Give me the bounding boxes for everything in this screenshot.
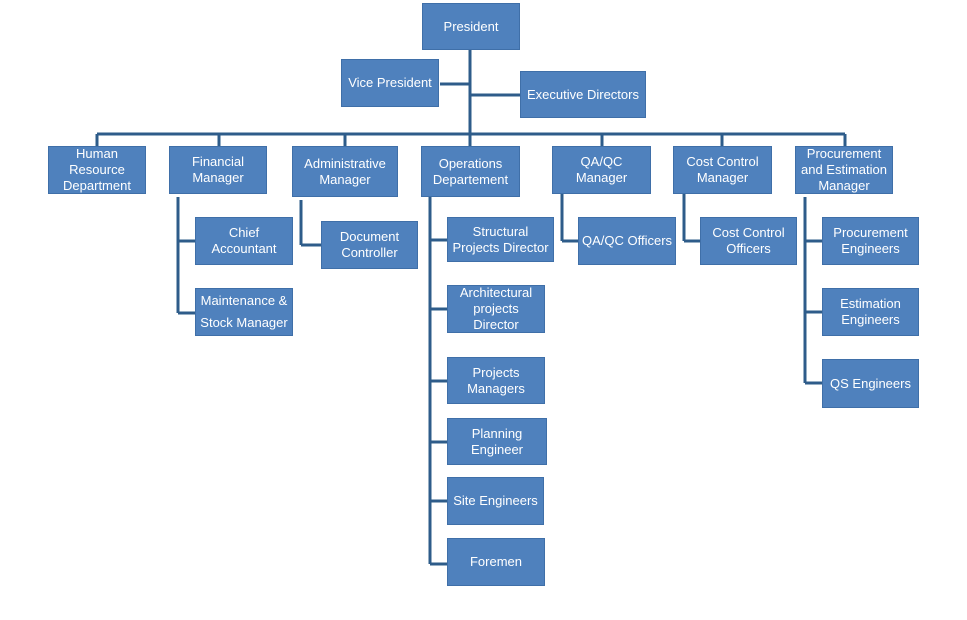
- procurement-estimation-manager-box: Procurement and Estimation Manager: [795, 146, 893, 194]
- president-box: President: [422, 3, 520, 50]
- projects-managers-box: Projects Managers: [447, 357, 545, 404]
- maintenance-stock-manager-box: Maintenance & Stock Manager: [195, 288, 293, 336]
- vice-president-box: Vice President: [341, 59, 439, 107]
- structural-projects-director-box: Structural Projects Director: [447, 217, 554, 262]
- administrative-manager-box: Administrative Manager: [292, 146, 398, 197]
- estimation-engineers-box: Estimation Engineers: [822, 288, 919, 336]
- procurement-engineers-box: Procurement Engineers: [822, 217, 919, 265]
- architectural-projects-director-box: Architectural projects Director: [447, 285, 545, 333]
- chief-accountant-box: Chief Accountant: [195, 217, 293, 265]
- executive-directors-box: Executive Directors: [520, 71, 646, 118]
- foremen-box: Foremen: [447, 538, 545, 586]
- cost-control-officers-box: Cost Control Officers: [700, 217, 797, 265]
- document-controller-box: Document Controller: [321, 221, 418, 269]
- operations-department-box: Operations Departement: [421, 146, 520, 197]
- financial-manager-box: Financial Manager: [169, 146, 267, 194]
- site-engineers-box: Site Engineers: [447, 477, 544, 525]
- planning-engineer-box: Planning Engineer: [447, 418, 547, 465]
- qs-engineers-box: QS Engineers: [822, 359, 919, 408]
- cost-control-manager-box: Cost Control Manager: [673, 146, 772, 194]
- qaqc-manager-box: QA/QC Manager: [552, 146, 651, 194]
- hr-department-box: Human Resource Department: [48, 146, 146, 194]
- qaqc-officers-box: QA/QC Officers: [578, 217, 676, 265]
